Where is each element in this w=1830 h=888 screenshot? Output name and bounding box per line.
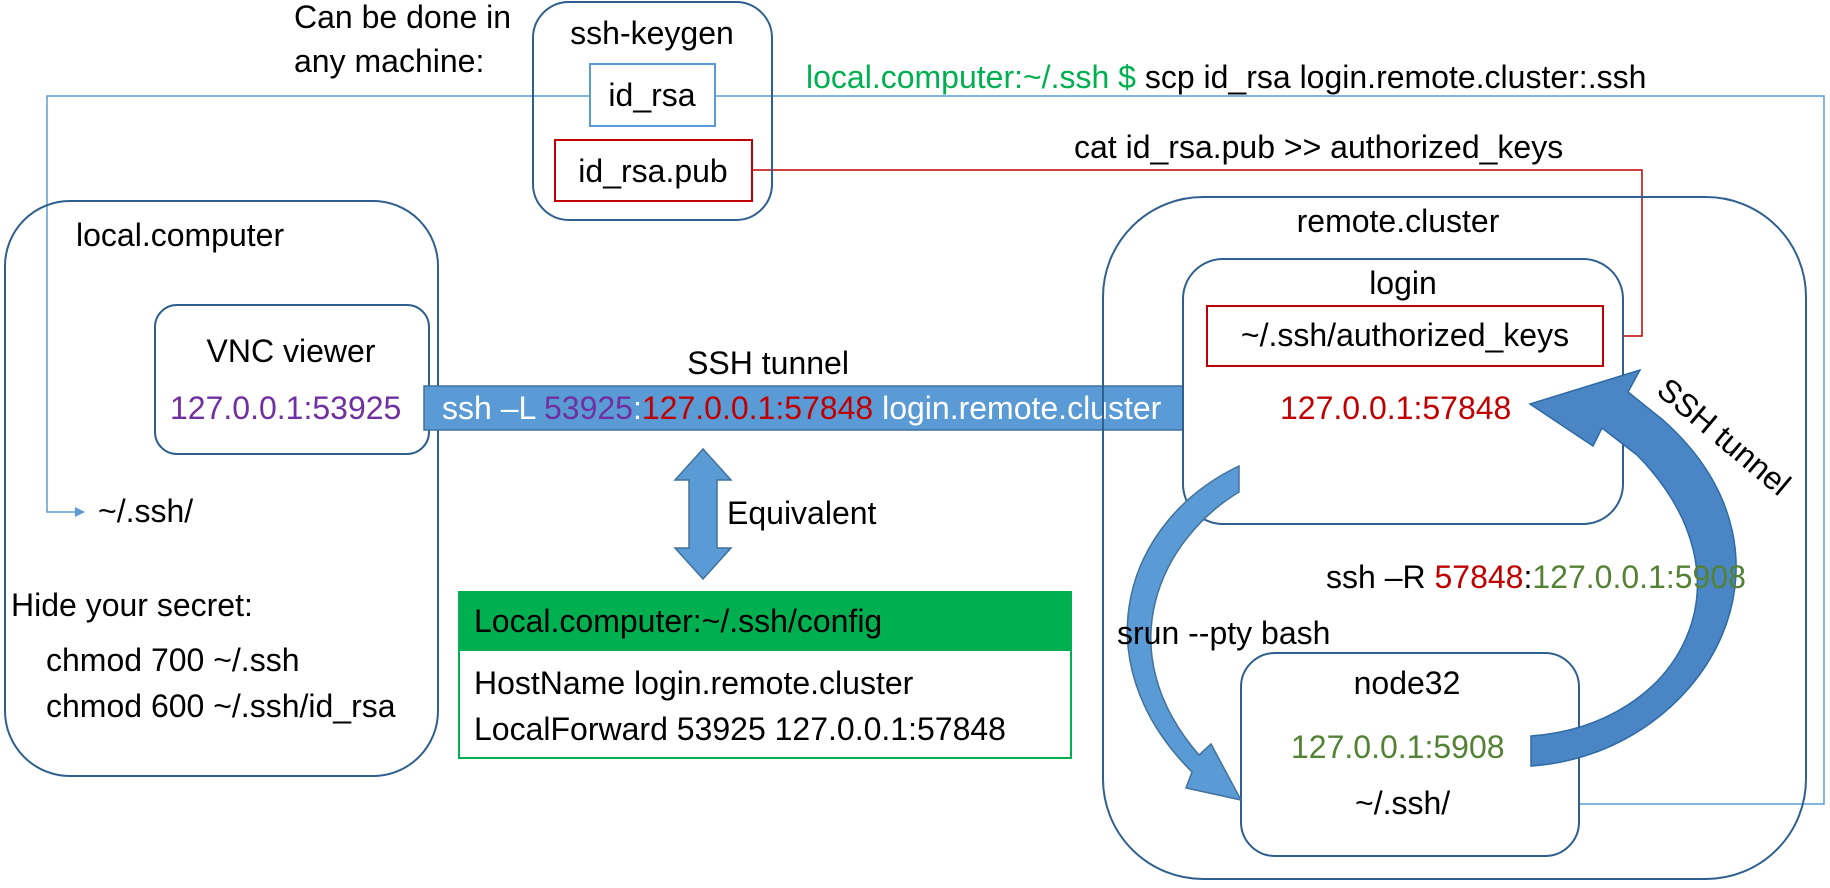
cmd-colon: :	[633, 390, 642, 426]
public-key-label: id_rsa.pub	[578, 153, 727, 189]
cmd-port: 53925	[544, 390, 633, 426]
config-title: Local.computer:~/.ssh/config	[474, 603, 882, 639]
cmd-target: 127.0.0.1:57848	[642, 390, 873, 426]
reverse-tunnel-command: ssh –R 57848:127.0.0.1:5908	[1326, 559, 1746, 595]
remote-cluster-box	[1102, 196, 1807, 880]
srun-label: srun --pty bash	[1117, 615, 1330, 651]
ssh-tunnel-command: ssh –L 53925:127.0.0.1:57848 login.remot…	[442, 390, 1162, 426]
reverse-port: 57848	[1434, 559, 1523, 595]
public-key-box	[554, 139, 753, 202]
login-title: login	[1369, 265, 1437, 301]
remote-cluster-title: remote.cluster	[1297, 203, 1500, 239]
chmod-600: chmod 600 ~/.ssh/id_rsa	[46, 688, 396, 724]
scp-prompt: local.computer:~/.ssh $	[806, 59, 1136, 95]
node32-title: node32	[1354, 665, 1461, 701]
authorized-keys-label: ~/.ssh/authorized_keys	[1241, 317, 1569, 353]
node32-ssh-dir: ~/.ssh/	[1355, 785, 1450, 821]
config-header	[458, 591, 1072, 651]
note-line-1: Can be done in	[294, 0, 511, 35]
authorized-keys-box	[1206, 305, 1604, 367]
ssh-tunnel-label: SSH tunnel	[687, 345, 849, 381]
local-computer-box	[4, 200, 439, 777]
local-computer-title: local.computer	[76, 217, 284, 253]
scp-command: local.computer:~/.ssh $ scp id_rsa login…	[806, 59, 1646, 95]
vnc-viewer-title: VNC viewer	[207, 333, 376, 369]
cmd-prefix: ssh –L	[442, 390, 544, 426]
private-key-box	[589, 63, 716, 127]
config-line-1: HostName login.remote.cluster	[474, 665, 914, 701]
equivalent-label: Equivalent	[727, 495, 877, 531]
vnc-viewer-address: 127.0.0.1:53925	[170, 390, 401, 426]
secret-title: Hide your secret:	[11, 587, 253, 623]
note-line-2: any machine:	[294, 43, 484, 79]
cmd-host: login.remote.cluster	[873, 390, 1161, 426]
local-ssh-dir: ~/.ssh/	[98, 493, 193, 529]
vnc-viewer-box	[154, 304, 430, 455]
keygen-box	[532, 1, 773, 221]
chmod-700: chmod 700 ~/.ssh	[46, 642, 299, 678]
reverse-prefix: ssh –R	[1326, 559, 1434, 595]
scp-command-text: scp id_rsa login.remote.cluster:.ssh	[1136, 59, 1646, 95]
equivalent-arrow	[673, 447, 733, 581]
private-key-label: id_rsa	[608, 77, 695, 113]
keygen-title: ssh-keygen	[570, 15, 734, 51]
reverse-colon: :	[1523, 559, 1532, 595]
reverse-tunnel-arrow	[1528, 368, 1737, 767]
login-address: 127.0.0.1:57848	[1280, 390, 1511, 426]
srun-arrow	[1126, 464, 1243, 802]
reverse-target: 127.0.0.1:5908	[1532, 559, 1746, 595]
scp-line-remote	[715, 95, 1825, 809]
cat-command: cat id_rsa.pub >> authorized_keys	[1074, 129, 1563, 165]
config-body	[458, 649, 1072, 759]
node32-address: 127.0.0.1:5908	[1291, 729, 1505, 765]
config-line-2: LocalForward 53925 127.0.0.1:57848	[474, 711, 1006, 747]
scp-line-local	[46, 95, 590, 517]
